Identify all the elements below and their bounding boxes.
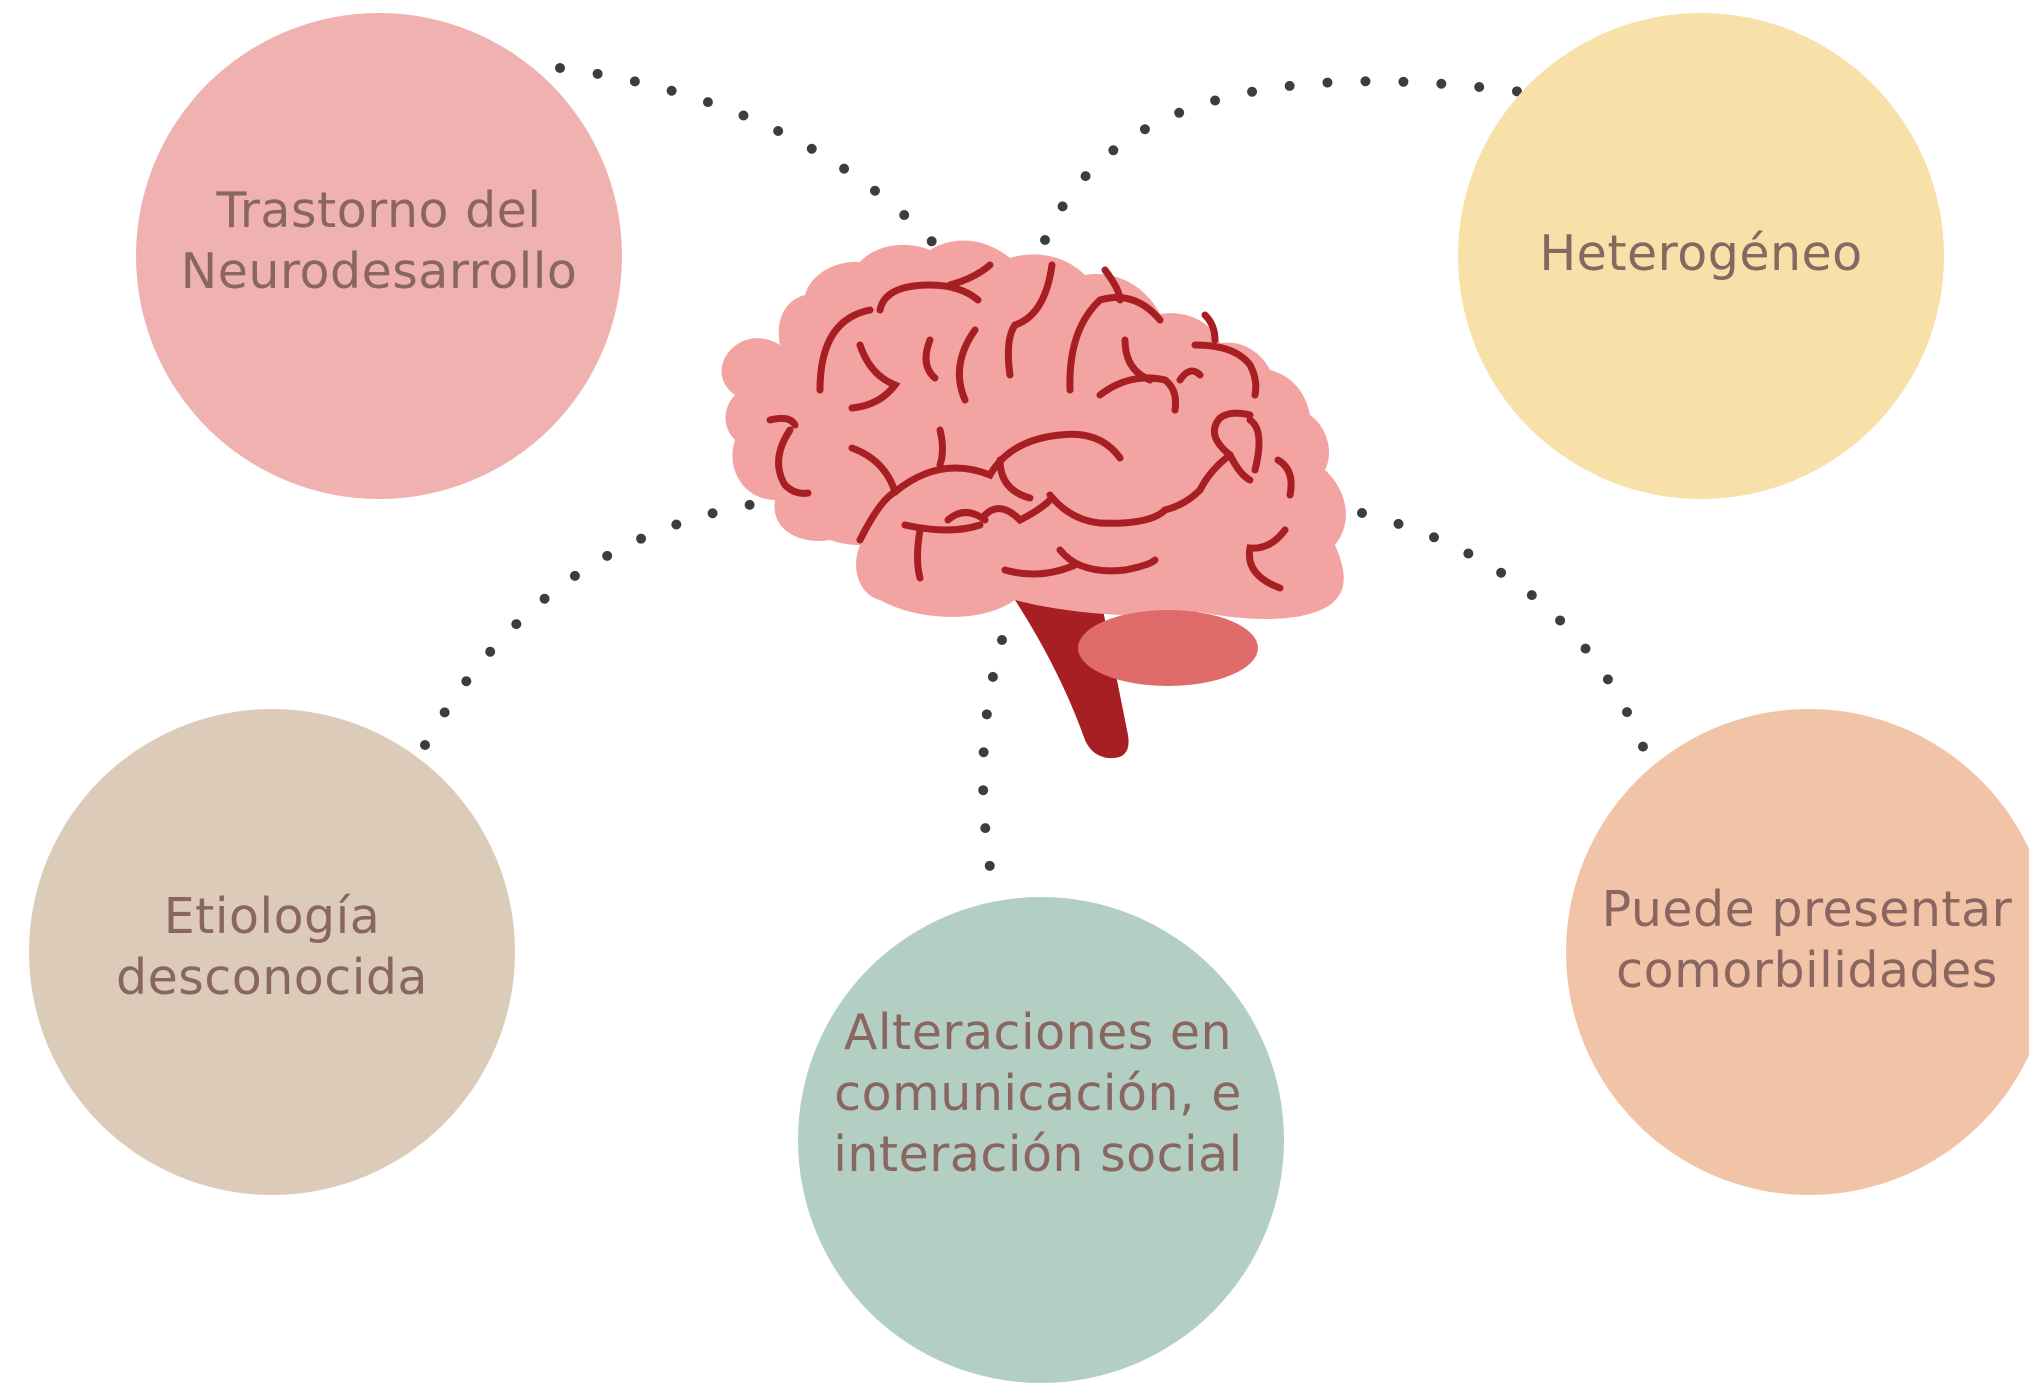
- connector-trastorno: [555, 63, 945, 255]
- node-label: Alteraciones en comunicación, e interaci…: [833, 1003, 1243, 1183]
- node-label: Trastorno del Neurodesarrollo: [180, 182, 578, 300]
- node-etiologia-desconocida: Etiología desconocida: [29, 709, 515, 1195]
- connector-puede: [1357, 508, 1655, 770]
- brain-outline: [721, 240, 1346, 620]
- node-trastorno-del-neurodesarrollo: Trastorno del Neurodesarrollo: [136, 13, 622, 499]
- node-heterogeneo: Heterogéneo: [1458, 13, 1944, 499]
- node-alteraciones: Alteraciones en comunicación, e interaci…: [798, 897, 1284, 1383]
- brain-folds: [766, 261, 1295, 592]
- connector-etio: [420, 498, 765, 750]
- node-label: Puede presentar comorbilidades: [1601, 881, 2013, 999]
- node-label: Heterogéneo: [1539, 224, 1863, 282]
- node-label: Etiología desconocida: [116, 888, 428, 1006]
- cerebellum: [1078, 610, 1258, 686]
- brain-icon: [721, 240, 1346, 759]
- connectors: [420, 63, 1655, 885]
- connector-alter: [978, 635, 1007, 885]
- connector-hetero: [1040, 76, 1527, 245]
- node-comorbilidades: Puede presentar comorbilidades: [1566, 709, 2029, 1195]
